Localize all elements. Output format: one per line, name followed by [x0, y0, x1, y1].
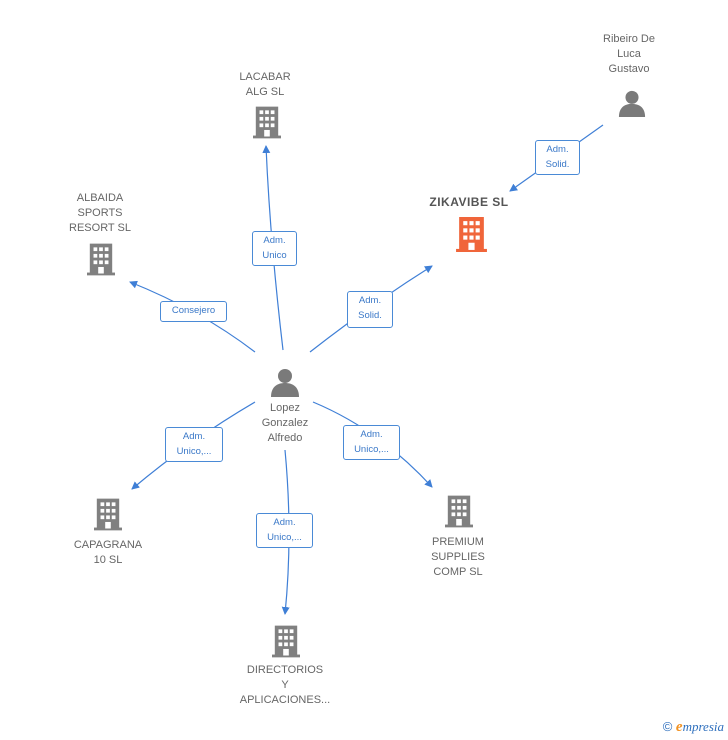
node-label-capagrana[interactable]: CAPAGRANA 10 SL [73, 539, 143, 566]
building-icon-capagrana[interactable] [94, 498, 122, 531]
edge-label-lopez-lacabar: Adm. Unico [252, 231, 297, 266]
building-icon-albaida[interactable] [87, 243, 115, 276]
empresia-brand-text: mpresia [682, 719, 724, 734]
person-icon-ribeiro[interactable] [618, 90, 646, 117]
edge-label-lopez-premium: Adm. Unico,... [343, 425, 400, 460]
building-icon-lacabar[interactable] [253, 106, 281, 139]
edge-label-lopez-albaida: Consejero [160, 301, 227, 322]
node-label-ribeiro[interactable]: Ribeiro De Luca Gustavo [603, 33, 655, 75]
edge-label-lopez-capagrana: Adm. Unico,... [165, 427, 223, 462]
copyright-symbol: © [662, 719, 673, 734]
node-label-premium[interactable]: PREMIUM SUPPLIES COMP SL [431, 536, 485, 578]
edge-label-lopez-directorios: Adm. Unico,... [256, 513, 313, 548]
person-icon-lopez[interactable] [271, 369, 299, 397]
node-label-zikavibe[interactable]: ZIKAVIBE SL [429, 195, 509, 209]
building-icon-premium[interactable] [445, 495, 473, 528]
building-icon-zikavibe[interactable] [456, 217, 487, 252]
edge-label-lopez-zikavibe: Adm. Solid. [347, 291, 393, 328]
node-label-albaida[interactable]: ALBAIDA SPORTS RESORT SL [69, 192, 131, 234]
building-icon-directorios[interactable] [272, 625, 300, 658]
empresia-logo-icon: e [675, 719, 683, 735]
edge-label-ribeiro-zikavibe: Adm. Solid. [535, 140, 580, 175]
node-label-lopez[interactable]: Lopez Gonzalez Alfredo [261, 402, 309, 444]
empresia-watermark: © empresia [663, 719, 724, 736]
node-label-lacabar[interactable]: LACABAR ALG SL [239, 71, 291, 98]
node-label-directorios[interactable]: DIRECTORIOS Y APLICACIONES... [239, 664, 331, 706]
